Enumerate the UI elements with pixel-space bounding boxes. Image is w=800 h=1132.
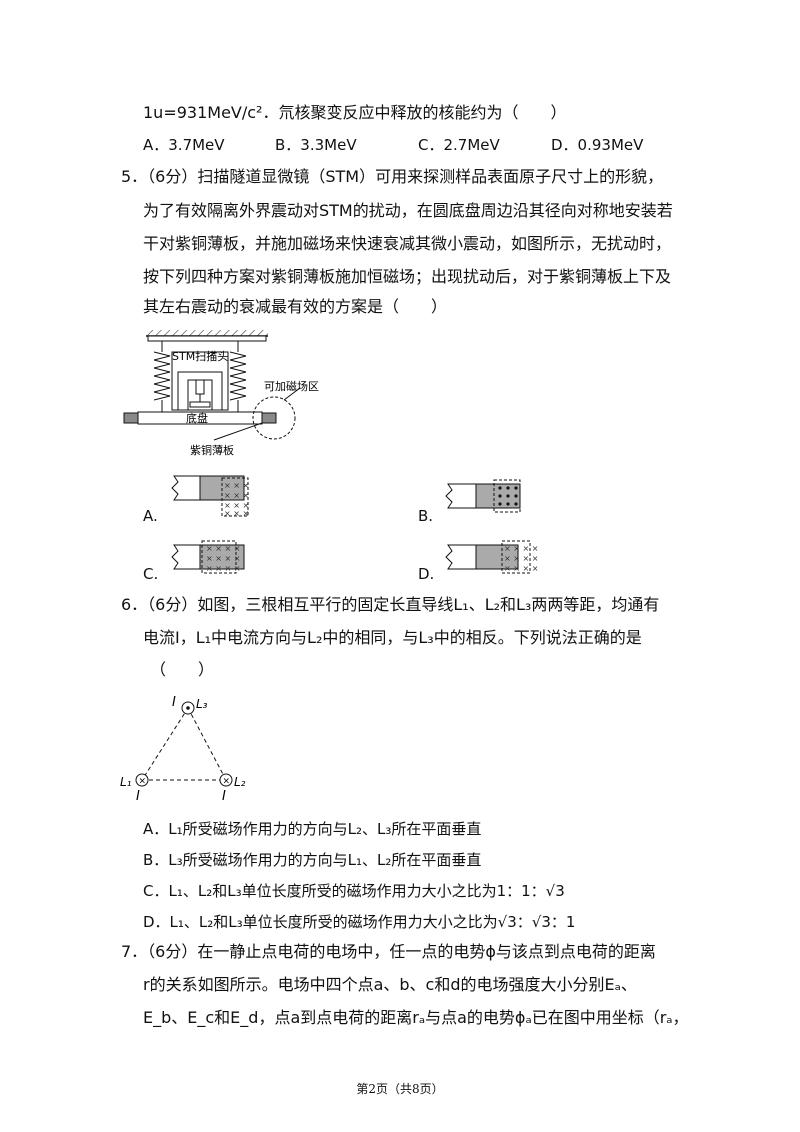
svg-text:× × ×: × × × xyxy=(224,481,249,490)
svg-text:× × × ×: × × × × xyxy=(206,554,240,563)
q5-line-1: 5．（6分）扫描隧道显微镜（STM）可用来探测样品表面原子尺寸上的形貌， xyxy=(121,167,664,186)
q5-line-5: 其左右震动的衰减最有效的方案是（ ） xyxy=(143,297,448,316)
current-label-l3: I xyxy=(172,695,176,710)
q7-line-2: r的关系如图所示。电场中四个点a、b、c和d的电场强度大小分别Eₐ、 xyxy=(143,975,637,994)
svg-text:×: × xyxy=(223,777,231,787)
svg-text:×: × xyxy=(139,777,147,787)
q4-text: 1u=931MeV/c²．氘核聚变反应中释放的核能约为（ ） xyxy=(143,103,567,122)
q5-choice-c-label: C. xyxy=(143,565,159,583)
q7-line-3: E_b、E_c和E_d，点a到点电荷的距离rₐ与点a的电势ϕₐ已在图中用坐标（r… xyxy=(143,1008,689,1027)
q5-choice-a-label: A. xyxy=(143,507,158,525)
stm-figure: STM扫描头 底盘 可加磁场区 紫铜薄板 xyxy=(123,330,319,457)
field-zone-label: 可加磁场区 xyxy=(264,379,319,393)
l1-label: L₁ xyxy=(120,775,132,789)
q5-choice-b-label: B. xyxy=(418,507,434,525)
svg-text:× × × ×: × × × × xyxy=(504,554,538,563)
l2-label: L₂ xyxy=(234,775,246,789)
wire-l2: × xyxy=(219,773,233,787)
svg-text:× × × ×: × × × × xyxy=(206,564,240,573)
current-label-l1: I xyxy=(136,789,140,804)
q4-option-d: D．0.93MeV xyxy=(551,136,644,154)
wires-figure: × × I L₃ L₁ I L₂ I xyxy=(120,695,246,804)
left-copper-plate xyxy=(123,412,139,424)
q4-option-b: B．3.3MeV xyxy=(275,136,357,154)
stm-head-label: STM扫描头 xyxy=(172,349,228,363)
q5-choice-c-figure: × × × × × × × × × × × × xyxy=(171,540,245,574)
svg-text:× × × ×: × × × × xyxy=(504,564,538,573)
q5-choice-d-label: D. xyxy=(418,565,435,583)
q7-line-1: 7．（6分）在一静止点电荷的电场中，任一点的电势ϕ与该点到点电荷的距离 xyxy=(121,942,656,961)
base-label: 底盘 xyxy=(186,411,208,425)
svg-text:× × × ×: × × × × xyxy=(206,544,240,553)
q4-option-a: A．3.7MeV xyxy=(143,136,225,154)
svg-text:× × ×: × × × xyxy=(224,491,249,500)
q5-choice-b-figure xyxy=(445,479,521,513)
q5-line-2: 为了有效隔离外界震动对STM的扰动，在圆底盘周边沿其径向对称地安装若 xyxy=(143,201,673,220)
q4-option-c: C．2.7MeV xyxy=(418,136,500,154)
current-label-l2: I xyxy=(222,789,226,804)
q5-choice-a-figure: × × × × × × × × × × × × xyxy=(171,475,249,518)
q6-option-c: C．L₁、L₂和L₃单位长度所受的磁场作用力大小之比为1：1：√3 xyxy=(143,882,565,900)
scan-head xyxy=(195,379,205,395)
q5-line-4: 按下列四种方案对紫铜薄板施加恒磁场；出现扰动后，对于紫铜薄板上下及 xyxy=(143,267,672,286)
q5-choice-d-figure: × × × × × × × × × × × × xyxy=(445,540,538,574)
right-spring xyxy=(229,341,247,412)
copper-plate-label: 紫铜薄板 xyxy=(190,443,234,457)
q5-line-3: 干对紫铜薄板，并施加磁场来快速衰减其微小震动，如图所示，无扰动时， xyxy=(143,234,672,253)
left-spring xyxy=(153,341,171,412)
q6-line-2: 电流I，L₁中电流方向与L₂中的相同，与L₃中的相反。下列说法正确的是 xyxy=(143,628,642,647)
svg-text:× × × ×: × × × × xyxy=(504,544,538,553)
q6-option-d: D．L₁、L₂和L₃单位长度所受的磁场作用力大小之比为√3：√3：1 xyxy=(143,913,576,931)
q6-line-3: （ ） xyxy=(150,660,215,679)
field-zone-circle xyxy=(252,396,296,440)
page-footer: 第2页（共8页） xyxy=(356,1082,444,1096)
right-copper-plate xyxy=(261,412,277,424)
q6-option-a: A．L₁所受磁场作用力的方向与L₂、L₃所在平面垂直 xyxy=(143,820,482,838)
svg-text:× × ×: × × × xyxy=(224,501,249,510)
wire-l1: × xyxy=(135,773,149,787)
wire-l3 xyxy=(181,701,195,715)
q6-option-b: B．L₃所受磁场作用力的方向与L₁、L₂所在平面垂直 xyxy=(143,851,482,869)
l3-label: L₃ xyxy=(196,697,208,711)
svg-text:× × ×: × × × xyxy=(224,509,249,518)
ceiling-hatch xyxy=(146,330,268,336)
q6-line-1: 6．（6分）如图，三根相互平行的固定长直导线L₁、L₂和L₃两两等距，均通有 xyxy=(121,595,660,614)
